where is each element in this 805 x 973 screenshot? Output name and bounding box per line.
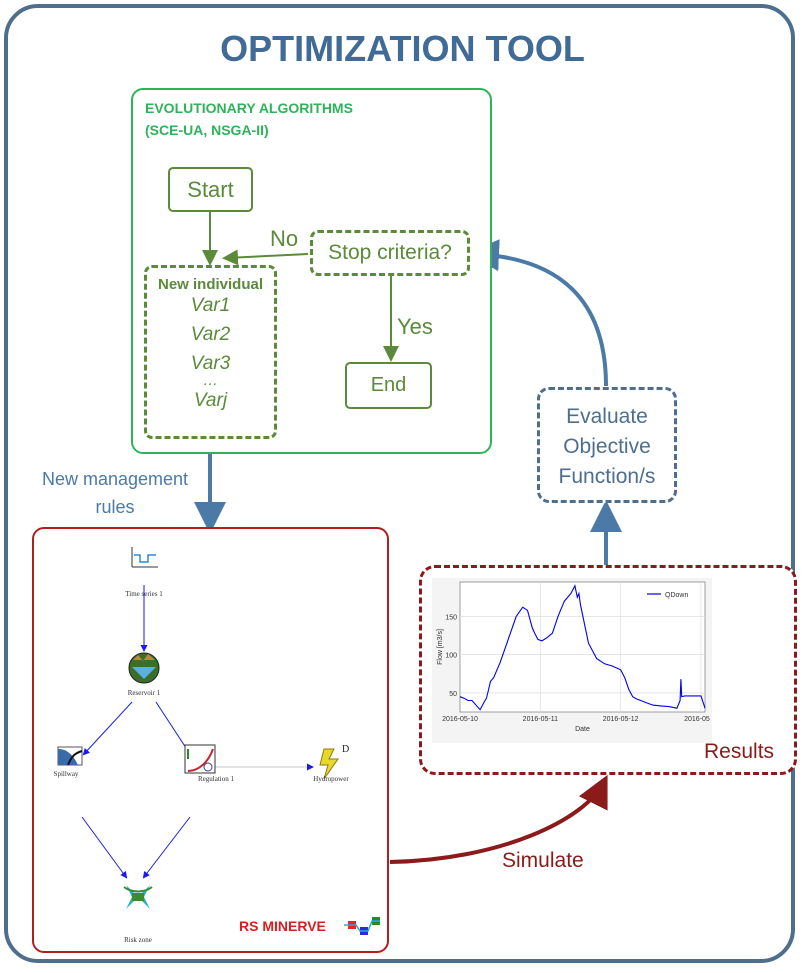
risk-zone-label: Risk zone <box>124 936 152 944</box>
y-tick-label: 50 <box>449 691 457 698</box>
x-tick-label: 2016-05-11 <box>523 716 558 723</box>
time-series-label: Time series 1 <box>125 590 163 598</box>
y-tick-label: 150 <box>445 614 457 621</box>
link-spillway-riskzone <box>81 816 128 879</box>
no-label: No <box>270 226 299 251</box>
evaluate-line3: Function/s <box>558 465 656 488</box>
hydropower-icon <box>319 748 339 780</box>
reservoir-icon <box>128 652 160 684</box>
link-regulation-riskzone <box>142 816 191 879</box>
x-tick-label: 2016-05-10 <box>442 716 478 723</box>
results-chart: 50 100 150 2016-05-10 2016-05-11 2016-05-12 20… <box>432 578 712 743</box>
rs-minerve-label: RS MINERVE <box>239 918 326 934</box>
regulation-label: Regulation 1 <box>198 775 234 783</box>
var-2: Var2 <box>190 324 231 345</box>
rs-minerve-box <box>32 527 389 953</box>
evaluate-line2: Objective <box>563 435 651 458</box>
results-label: Results <box>704 740 775 763</box>
hydropower-mark: D <box>342 744 350 755</box>
ea-title: EVOLUTIONARY ALGORITHMS (SCE-UA, NSGA-II… <box>145 97 353 141</box>
reservoir-label: Reservoir 1 <box>127 689 161 697</box>
simulate-label: Simulate <box>502 849 584 872</box>
new-individual-box: New individual Var1 Var2 Var3 … Varj <box>144 265 277 439</box>
x-axis-label: Date <box>575 726 590 733</box>
x-tick-label: 2016-05-12 <box>603 716 639 723</box>
end-box: End <box>345 362 432 409</box>
new-management-rules-line2: rules <box>95 497 135 517</box>
yes-label: Yes <box>397 314 433 339</box>
stop-criteria-box: Stop criteria? <box>310 230 470 276</box>
new-management-rules-line1: New management <box>41 469 189 489</box>
spillway-label: Spillway <box>53 770 79 778</box>
arrow-no-left <box>222 249 309 266</box>
var-j: Varj <box>193 390 228 411</box>
evaluate-objective-box: Evaluate Objective Function/s <box>537 387 677 503</box>
hydropower-label: Hydropower <box>313 775 349 783</box>
var-1: Var1 <box>190 295 231 316</box>
ea-title-line2: (SCE-UA, NSGA-II) <box>145 122 269 138</box>
legend-entry: QDown <box>665 592 688 599</box>
time-series-icon <box>131 547 158 568</box>
new-management-rules-label: New management rules <box>20 465 210 521</box>
page-title: OPTIMIZATION TOOL <box>220 28 585 69</box>
rs-minerve-model <box>57 547 380 935</box>
y-tick-label: 100 <box>445 653 457 660</box>
spillway-icon <box>57 746 83 766</box>
evaluate-line1: Evaluate <box>566 405 648 428</box>
x-tick-label: 2016-05 <box>684 716 710 723</box>
new-individual-label: New individual <box>157 276 263 293</box>
link-reservoir-regulation <box>155 701 192 756</box>
var-3: Var3 <box>190 353 231 374</box>
var-ellipsis: … <box>203 372 218 389</box>
arrow-evaluate-to-stop <box>467 239 608 387</box>
rs-minerve-logo <box>344 917 380 935</box>
series-line-qdown <box>459 584 706 711</box>
plot-area <box>459 581 706 713</box>
start-box: Start <box>168 167 253 212</box>
ea-title-line1: EVOLUTIONARY ALGORITHMS <box>145 100 353 116</box>
regulation-icon <box>184 744 216 774</box>
link-reservoir-spillway <box>82 701 133 756</box>
optimization-tool-frame <box>4 4 795 963</box>
risk-zone-icon <box>123 885 153 909</box>
y-axis-label: Flow [m3/s] <box>437 629 444 665</box>
arrow-simulate <box>389 774 608 864</box>
